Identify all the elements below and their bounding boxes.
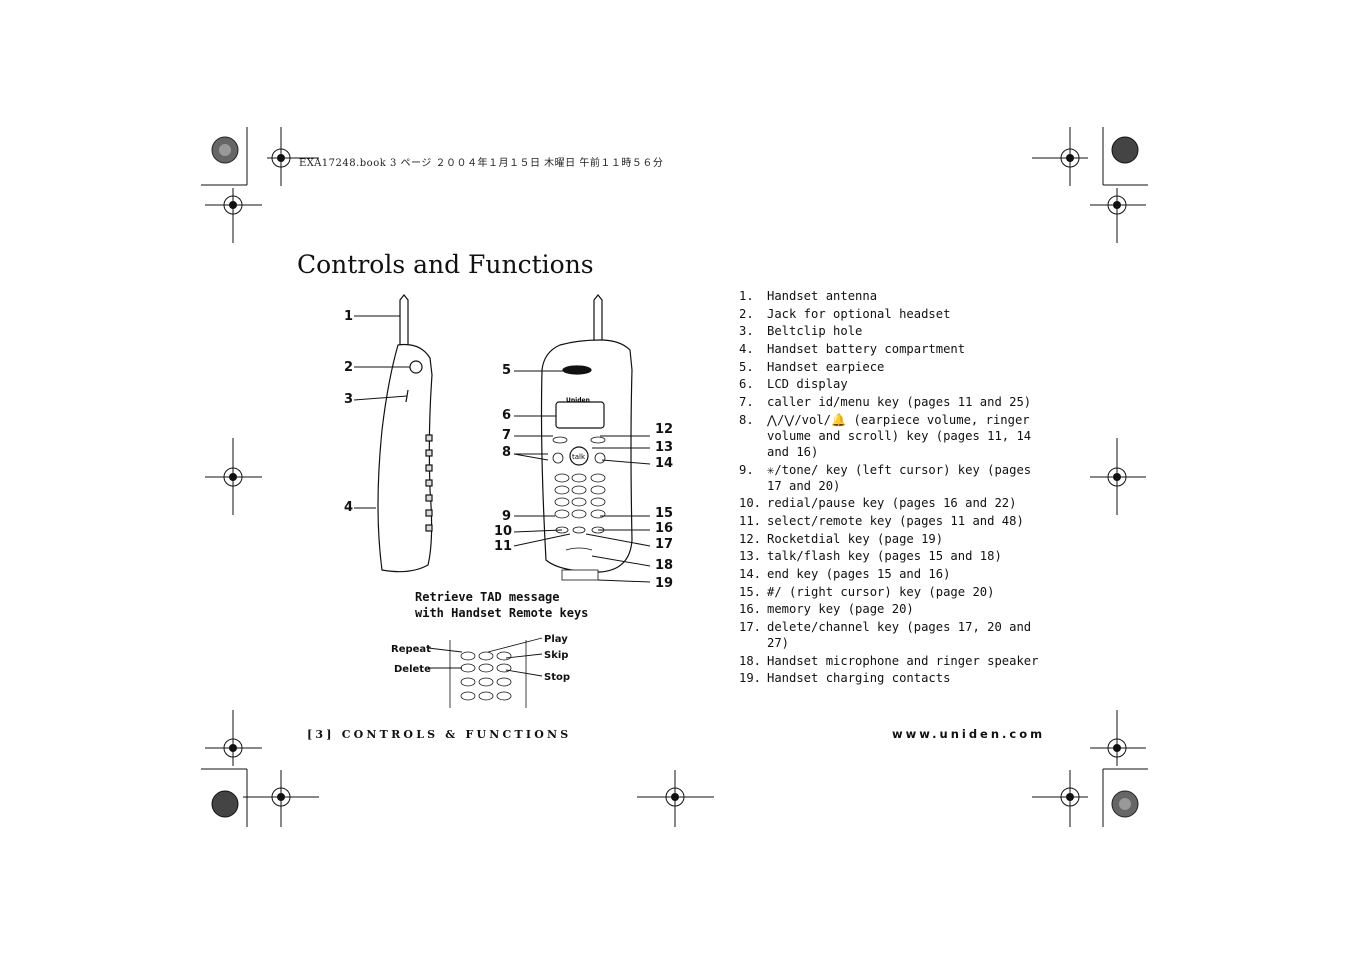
callout-15: 15 [655, 506, 673, 521]
side-body [377, 343, 433, 573]
list-item: 4.Handset battery compartment [739, 342, 966, 357]
side-antenna [399, 294, 409, 346]
callout-6: 6 [502, 408, 511, 423]
callout-14: 14 [655, 456, 673, 471]
list-item: 17.delete/channel key (pages 17, 20 and … [739, 620, 1032, 650]
list-item: 8.⋀/⋁/vol/🔔 (earpiece volume, ringer vol… [739, 412, 1032, 459]
remote-caption-line1: Retrieve TAD message [415, 590, 560, 604]
list-item: 10.redial/pause key (pages 16 and 22) [739, 496, 1017, 511]
list-item: 16.memory key (page 20) [739, 602, 914, 617]
callout-18: 18 [655, 558, 673, 573]
callout-4: 4 [344, 500, 353, 515]
function-list: 1.Handset antenna 2.Jack for optional he… [739, 288, 1039, 688]
footer-section-label: [3] CONTROLS & FUNCTIONS [307, 728, 572, 741]
handset-diagram: Uniden talk 1 2 3 4 5 6 [344, 294, 673, 590]
print-info-header: EXA17248.book 3 ページ ２００４年１月１５日 木曜日 午前１１時… [299, 158, 664, 169]
skip-label: Skip [544, 650, 568, 661]
callout-11: 11 [494, 539, 512, 554]
repeat-label: Repeat [391, 644, 431, 655]
list-item: 1.Handset antenna [739, 289, 878, 303]
list-item: 6.LCD display [739, 377, 848, 392]
page-title: Controls and Functions [297, 250, 594, 279]
callout-1: 1 [344, 309, 353, 324]
stop-label: Stop [544, 672, 570, 683]
front-antenna [593, 294, 603, 346]
front-brand: Uniden [566, 397, 590, 404]
footer-website: www.uniden.com [892, 727, 1046, 741]
callout-17: 17 [655, 537, 673, 552]
list-item: 7.caller id/menu key (pages 11 and 25) [739, 395, 1032, 410]
callout-16: 16 [655, 521, 673, 536]
callout-12: 12 [655, 422, 673, 437]
list-item: 3.Beltclip hole [739, 324, 863, 339]
talk-key [569, 446, 589, 466]
list-item: 11.select/remote key (pages 11 and 48) [739, 513, 1024, 528]
delete-label: Delete [394, 664, 431, 675]
callout-10: 10 [494, 524, 512, 539]
list-item: 19.Handset charging contacts [739, 671, 951, 686]
callout-3: 3 [344, 392, 353, 407]
callout-5: 5 [502, 363, 511, 378]
list-item: 15.#/ (right cursor) key (page 20) [739, 584, 995, 599]
remote-keys-diagram: Repeat Delete Play Skip Stop [391, 634, 570, 708]
lcd-display [555, 401, 605, 429]
list-item: 9.✳/tone/ key (left cursor) key (pages 1… [739, 462, 1032, 493]
callout-13: 13 [655, 440, 673, 455]
remote-caption-line2: with Handset Remote keys [415, 606, 589, 620]
list-item: 18.Handset microphone and ringer speaker [739, 653, 1039, 668]
list-item: 14.end key (pages 15 and 16) [739, 566, 951, 581]
callout-7: 7 [502, 428, 511, 443]
earpiece [562, 365, 592, 375]
play-label: Play [544, 634, 568, 645]
list-item: 5.Handset earpiece [739, 359, 885, 374]
callout-2: 2 [344, 360, 353, 375]
headset-jack [409, 360, 423, 374]
list-item: 2.Jack for optional headset [739, 306, 951, 321]
talk-key-label: talk [572, 453, 586, 461]
list-item: 13.talk/flash key (pages 15 and 18) [739, 549, 1002, 564]
callout-9: 9 [502, 509, 511, 524]
callout-19: 19 [655, 576, 673, 590]
callout-8: 8 [502, 445, 511, 460]
list-item: 12.Rocketdial key (page 19) [739, 531, 944, 546]
